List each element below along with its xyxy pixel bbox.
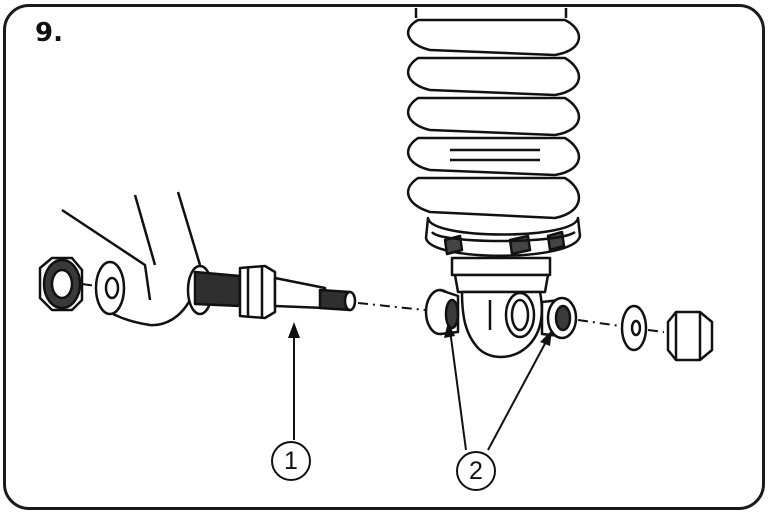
callout-1: 1 (271, 441, 311, 481)
right-lock-nut (666, 310, 714, 362)
callout-2: 2 (456, 451, 496, 491)
spring-seat-collar (424, 216, 582, 257)
frame-bracket (61, 191, 202, 327)
callout-leaders (293, 329, 549, 451)
shock-lower-eyelet (450, 256, 552, 359)
left-lock-nut (38, 256, 84, 312)
right-bushing (540, 296, 578, 340)
left-bushing (424, 288, 460, 336)
step-number: 9. (35, 18, 63, 48)
right-washer (620, 304, 648, 352)
coil-spring (406, 8, 581, 220)
left-washer (94, 260, 126, 316)
assembly-axis-line (81, 283, 665, 333)
mounting-bolt (193, 264, 357, 320)
figure-frame (3, 4, 765, 510)
